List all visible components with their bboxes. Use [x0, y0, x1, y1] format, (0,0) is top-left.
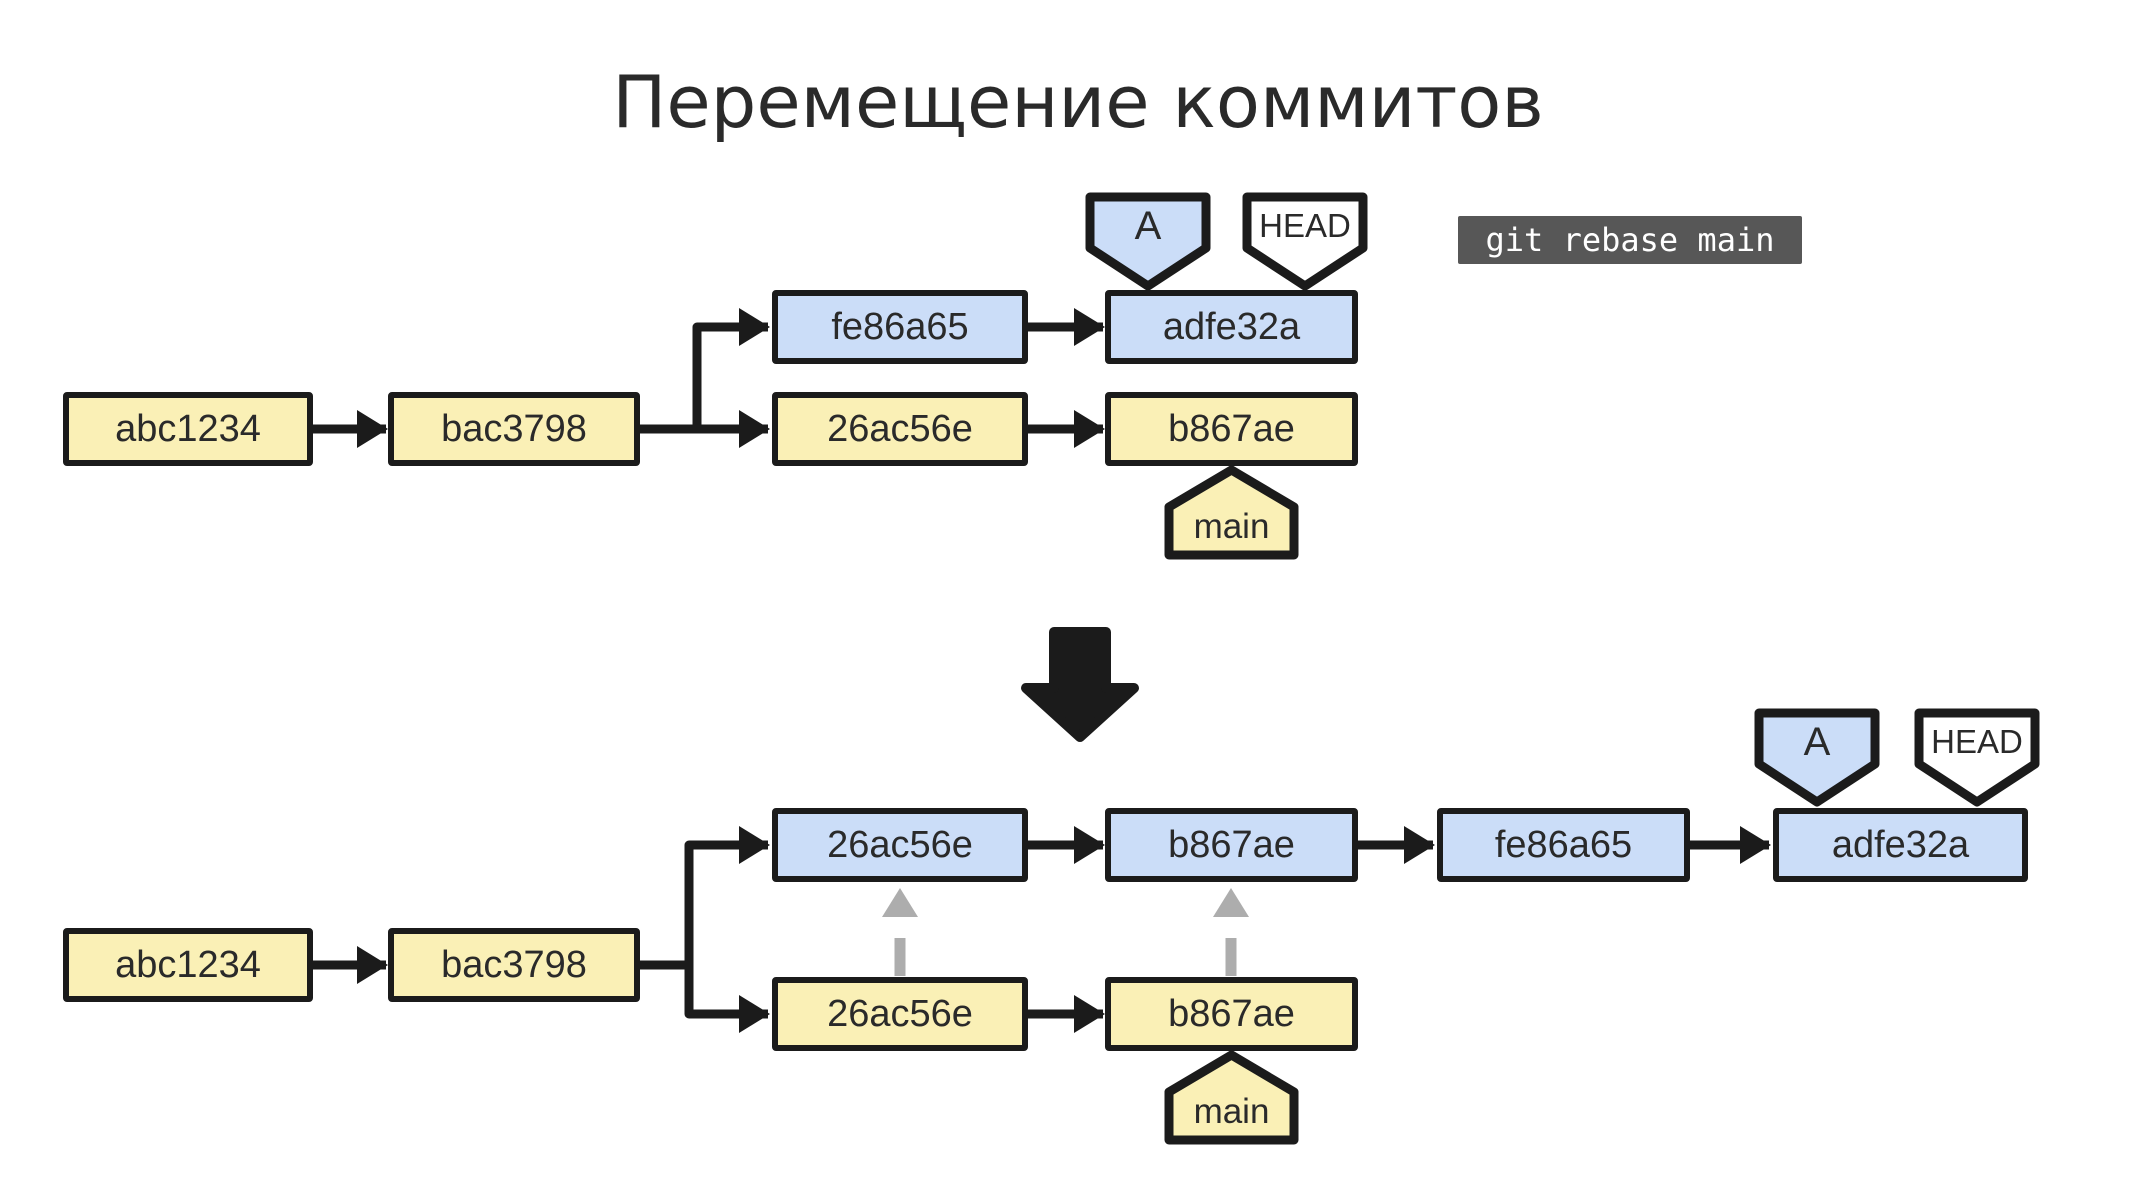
commit-box-before-adfe32a: adfe32a — [1105, 290, 1358, 364]
branch-tag-label: A — [1134, 203, 1162, 248]
commit-box-after-abc1234: abc1234 — [63, 928, 313, 1002]
tag-shape — [1754, 708, 1880, 807]
main-tag-after: main — [1163, 1049, 1300, 1146]
arrow-after-fork-to-main — [684, 961, 770, 1033]
tag-up-pointer — [1164, 465, 1299, 560]
head-tag-label: HEAD — [1259, 207, 1351, 244]
tag-shape — [1164, 1050, 1299, 1145]
commit-box-before-b867ae: b867ae — [1105, 392, 1358, 466]
tag-down-pointer — [1085, 192, 1211, 291]
tag-down-pointer — [1242, 192, 1368, 291]
commit-box-after-b867ae-rebased: b867ae — [1105, 808, 1358, 882]
commit-box-before-26ac56e: 26ac56e — [772, 392, 1028, 466]
commit-box-after-bac3798: bac3798 — [388, 928, 640, 1002]
page-title: Перемещение коммитов — [612, 60, 1544, 144]
commit-box-before-bac3798: bac3798 — [388, 392, 640, 466]
tag-shape — [1914, 708, 2040, 807]
commit-box-after-26ac56e-rebased: 26ac56e — [772, 808, 1028, 882]
tag-down-pointer — [1754, 708, 1880, 807]
tag-shape — [1164, 465, 1299, 560]
head-tag-label: HEAD — [1931, 723, 2023, 760]
head-tag-before: HEAD — [1237, 191, 1373, 292]
branch-tag-label: A — [1803, 719, 1831, 764]
commit-box-after-adfe32a: adfe32a — [1773, 808, 2028, 882]
arrow-before-fork-to-feature — [692, 308, 770, 433]
main-tag-label: main — [1193, 507, 1270, 546]
tag-shape — [1242, 192, 1368, 291]
branch-tag-a-after: A — [1749, 707, 1885, 808]
commit-box-after-b867ae: b867ae — [1105, 977, 1358, 1051]
arrow-after-fork-to-feature — [684, 826, 770, 969]
commit-box-before-fe86a65: fe86a65 — [772, 290, 1028, 364]
commit-box-after-26ac56e: 26ac56e — [772, 977, 1028, 1051]
commit-box-after-fe86a65: fe86a65 — [1437, 808, 1690, 882]
head-tag-after: HEAD — [1909, 707, 2045, 808]
tag-shape — [1085, 192, 1211, 291]
git-command-badge: git rebase main — [1458, 216, 1802, 264]
main-tag-label: main — [1193, 1092, 1270, 1131]
tag-down-pointer — [1914, 708, 2040, 807]
branch-tag-a-before: A — [1080, 191, 1216, 292]
main-tag-before: main — [1163, 464, 1300, 561]
commit-box-before-abc1234: abc1234 — [63, 392, 313, 466]
transition-down-arrow — [1021, 627, 1139, 742]
tag-up-pointer — [1164, 1050, 1299, 1145]
